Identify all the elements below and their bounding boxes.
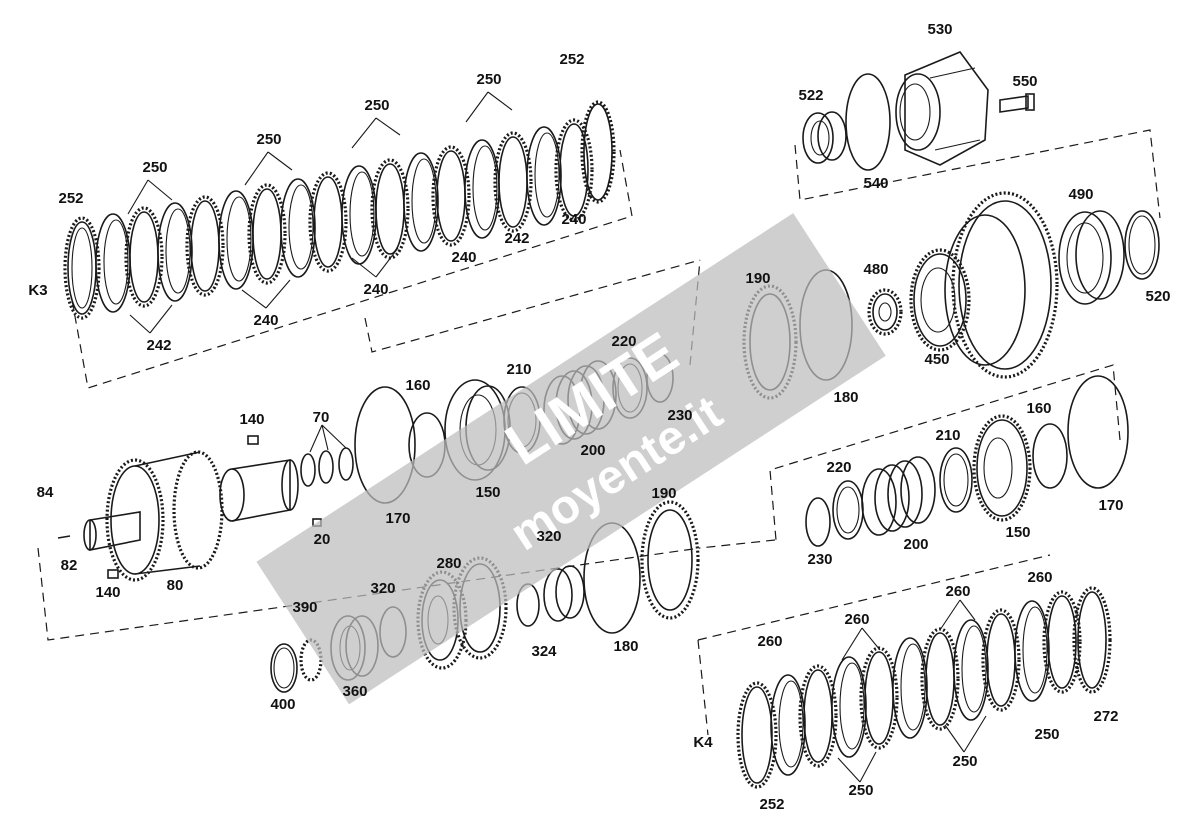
part-label: 260 — [945, 583, 970, 600]
part-label: 250 — [476, 71, 501, 88]
part-label: 480 — [863, 261, 888, 278]
part-label: 320 — [370, 580, 395, 597]
part-label: 150 — [475, 484, 500, 501]
watermark: LIMITE moyente.it — [256, 213, 886, 705]
part-label: 20 — [314, 531, 331, 548]
part-label: 250 — [364, 97, 389, 114]
part-label: 250 — [952, 753, 977, 770]
part-label: 360 — [342, 683, 367, 700]
part-label: 190 — [651, 485, 676, 502]
part-label: 242 — [146, 337, 171, 354]
part-label: 522 — [798, 87, 823, 104]
part-label: 230 — [807, 551, 832, 568]
part-label: 260 — [757, 633, 782, 650]
part-label: 240 — [561, 211, 586, 228]
part-label: 450 — [924, 351, 949, 368]
part-label: 200 — [903, 536, 928, 553]
part-label: 260 — [844, 611, 869, 628]
part-label: 160 — [1026, 400, 1051, 417]
leader-lines — [127, 91, 987, 783]
part-label: 540 — [863, 175, 888, 192]
part-label: 140 — [239, 411, 264, 428]
part-label: 84 — [37, 484, 54, 501]
part-label: 220 — [826, 459, 851, 476]
part-label: 280 — [436, 555, 461, 572]
k3-clutch-pack — [63, 100, 616, 320]
part-label: 70 — [313, 409, 330, 426]
part-label: 82 — [61, 557, 78, 574]
part-label: 240 — [363, 281, 388, 298]
part-label: 272 — [1093, 708, 1118, 725]
part-label: 530 — [927, 21, 952, 38]
group-label-k3: K3 — [28, 282, 47, 299]
part-label: 260 — [1027, 569, 1052, 586]
part-label: 240 — [253, 312, 278, 329]
k3-plate — [63, 216, 101, 320]
part-label: 210 — [935, 427, 960, 444]
group-label-k4: K4 — [693, 734, 713, 751]
clutch-drum-shaft — [57, 435, 322, 582]
part-label: 520 — [1145, 288, 1170, 305]
part-label: 320 — [536, 528, 561, 545]
part-label: 80 — [167, 577, 184, 594]
part-label: 250 — [256, 131, 281, 148]
part-label: 252 — [559, 51, 584, 68]
part-label: 240 — [451, 249, 476, 266]
part-label: 200 — [580, 442, 605, 459]
part-label: 550 — [1012, 73, 1037, 90]
part-label: 220 — [611, 333, 636, 350]
part-label: 324 — [531, 643, 557, 660]
part-label: 190 — [745, 270, 770, 287]
k4-piston-group — [805, 375, 1129, 547]
part-label: 242 — [504, 230, 529, 247]
watermark-band — [256, 213, 886, 705]
part-label: 250 — [848, 782, 873, 799]
part-label: 490 — [1068, 186, 1093, 203]
part-label: 400 — [270, 696, 295, 713]
part-label: 252 — [58, 190, 83, 207]
part-label: 170 — [1098, 497, 1123, 514]
part-label: 390 — [292, 599, 317, 616]
part-label: 170 — [385, 510, 410, 527]
part-label: 210 — [506, 361, 531, 378]
part-label: 180 — [833, 389, 858, 406]
part-label: 160 — [405, 377, 430, 394]
k4-clutch-pack — [736, 586, 1112, 789]
part-label: 150 — [1005, 524, 1030, 541]
part-label: 250 — [142, 159, 167, 176]
part-label: 140 — [95, 584, 120, 601]
part-label: 250 — [1034, 726, 1059, 743]
part-label: 252 — [759, 796, 784, 813]
part-label: 230 — [667, 407, 692, 424]
part-label: 180 — [613, 638, 638, 655]
